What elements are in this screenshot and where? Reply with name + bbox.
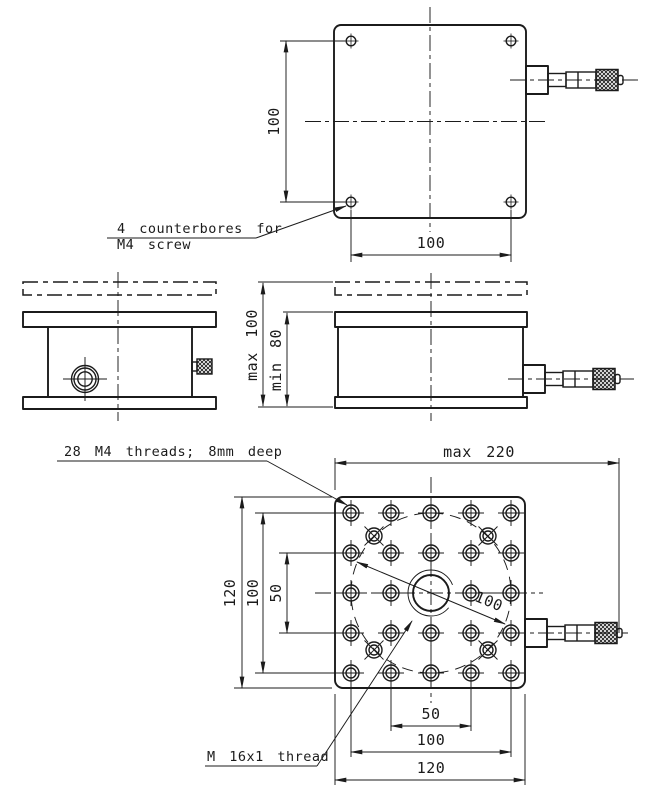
dim-label: 100 <box>265 107 283 136</box>
callout-center-thread: M 16x1 thread <box>205 620 413 767</box>
m4-thread-hole <box>337 579 365 607</box>
dimension-overall-max-220: max 220 <box>333 443 621 633</box>
dimension-height-min-80: min 80 <box>267 311 333 408</box>
top-plate-outline <box>333 24 527 219</box>
callout-text: M 16x1 thread <box>207 749 329 765</box>
dim-label: 120 <box>417 759 446 777</box>
counterbore-hole <box>342 193 360 211</box>
top-view: 100 100 4 counterbores for M4 screw <box>107 7 638 262</box>
callout-m4-threads: 28 M4 threads; 8mm deep <box>57 444 348 506</box>
m4-thread-hole <box>377 659 405 687</box>
leader-line <box>255 205 347 239</box>
m4-thread-hole <box>457 499 485 527</box>
m4-thread-hole <box>417 499 445 527</box>
dimension-bottom-chain: 50 100 120 <box>333 686 527 785</box>
bottom-plate-side <box>334 396 528 409</box>
dimension-top-view-vertical-100: 100 <box>265 39 345 204</box>
m4-thread-hole <box>497 539 525 567</box>
adjust-knob <box>191 358 213 375</box>
dim-label: 100 <box>244 579 262 608</box>
dimension-height-max-100: max 100 <box>243 281 333 408</box>
counterbore-hole <box>342 32 360 50</box>
m4-thread-hole <box>417 659 445 687</box>
callout-text-line2: M4 screw <box>117 237 191 253</box>
dim-label: max 100 <box>243 309 261 381</box>
dim-label: 120 <box>221 579 239 608</box>
m4-thread-hole <box>497 659 525 687</box>
m4-thread-hole-diagonal <box>363 525 385 547</box>
lock-screw <box>63 357 107 401</box>
dim-label: min 80 <box>267 329 285 391</box>
side-view-right: max 100 min 80 <box>243 273 634 421</box>
callout-text: 28 M4 threads; 8mm deep <box>64 444 282 460</box>
m4-thread-hole <box>497 619 525 647</box>
counterbore-hole <box>502 193 520 211</box>
bottom-view: max 220 120 100 50 100 <box>57 443 628 785</box>
callout-counterbores: 4 counterbores for M4 screw <box>107 205 347 253</box>
leader-line <box>266 460 348 506</box>
m4-thread-hole-diagonal <box>363 639 385 661</box>
dimension-top-view-horizontal-100: 100 <box>349 210 513 262</box>
m4-thread-hole-diagonal <box>477 639 499 661</box>
dimension-left-chain: 120 100 50 <box>221 495 344 690</box>
dim-label: 50 <box>421 705 440 723</box>
dim-label: 100 <box>417 731 446 749</box>
bottom-plate-side <box>22 396 217 410</box>
callout-text-line1: 4 counterbores for <box>117 221 282 237</box>
side-view-left <box>22 272 217 421</box>
m4-thread-hole <box>457 659 485 687</box>
counterbore-hole <box>502 32 520 50</box>
leader-line <box>316 620 413 767</box>
dim-label: max 220 <box>443 443 515 461</box>
base-plate-outline <box>334 496 526 689</box>
m4-thread-hole <box>497 499 525 527</box>
m4-thread-hole <box>417 619 445 647</box>
m4-thread-hole <box>377 579 405 607</box>
dim-label: 100 <box>472 588 505 616</box>
body-side <box>337 326 524 398</box>
body-side <box>47 326 193 398</box>
m4-thread-hole <box>377 499 405 527</box>
m4-thread-hole <box>417 539 445 567</box>
dim-label: 50 <box>267 583 285 602</box>
m4-thread-hole-diagonal <box>477 525 499 547</box>
dim-label: 100 <box>417 234 446 252</box>
raised-top-plate-phantom <box>334 281 528 296</box>
raised-top-plate-phantom <box>22 281 217 296</box>
top-plate-side <box>22 311 217 328</box>
